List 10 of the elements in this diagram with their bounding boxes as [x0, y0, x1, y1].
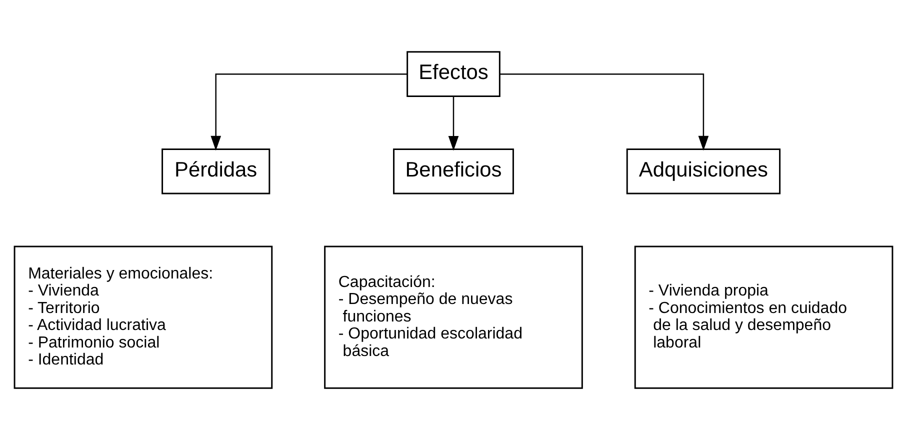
node-box: Beneficios — [392, 148, 514, 194]
node-box: Efectos — [406, 50, 500, 96]
node-box: Adquisiciones — [626, 148, 780, 194]
node-box: Capacitación: - Desempeño de nuevas funciones - Oportunidad escolaridad básica — [324, 245, 582, 388]
arrow — [499, 72, 708, 150]
arrow — [210, 72, 407, 150]
node-box: - Vivienda propia - Conocimientos en cuidado de la salud y desempeño laboral — [634, 245, 893, 388]
arrow — [448, 96, 458, 150]
node-box: Materiales y emocionales: - Vivienda - Territorio - Actividad lucrativa - Patrimonio social - Identidad — [13, 245, 272, 388]
node-box: Pérdidas — [161, 148, 270, 194]
